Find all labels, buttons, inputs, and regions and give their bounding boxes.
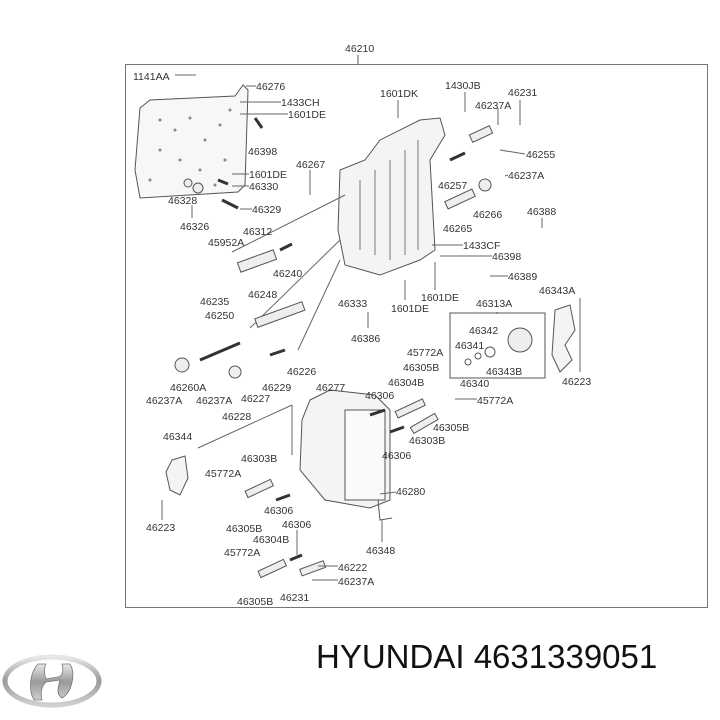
part-label: 46329 bbox=[252, 204, 282, 216]
part-label: 46237A bbox=[196, 395, 233, 407]
part-label: 46398 bbox=[492, 251, 522, 263]
part-label: 46248 bbox=[248, 289, 278, 301]
part-label: 46303B bbox=[241, 453, 278, 465]
part-label: 46237A bbox=[338, 576, 375, 588]
part-label: 46235 bbox=[200, 296, 230, 308]
part-label: 46255 bbox=[526, 149, 556, 161]
part-label: 45772A bbox=[407, 347, 444, 359]
part-label: 46223 bbox=[146, 522, 176, 534]
part-label: 1433CF bbox=[463, 240, 501, 252]
part-label: 46340 bbox=[460, 378, 490, 390]
part-label: 46240 bbox=[273, 268, 303, 280]
part-label: 46266 bbox=[473, 209, 503, 221]
part-label: 46231 bbox=[508, 87, 538, 99]
part-label: 46265 bbox=[443, 223, 473, 235]
part-label: 1433CH bbox=[281, 97, 320, 109]
part-label: 46280 bbox=[396, 486, 426, 498]
part-label: 45952A bbox=[208, 237, 245, 249]
part-label: 46226 bbox=[287, 366, 317, 378]
part-label: 46398 bbox=[248, 146, 278, 158]
part-label: 46257 bbox=[438, 180, 468, 192]
part-label: 46326 bbox=[180, 221, 210, 233]
part-label: 1430JB bbox=[445, 80, 481, 92]
diagram-frame bbox=[125, 64, 708, 608]
part-label: 46306 bbox=[365, 390, 395, 402]
part-label: 46313A bbox=[476, 298, 513, 310]
part-label: 46303B bbox=[409, 435, 446, 447]
part-label: 46343B bbox=[486, 366, 523, 378]
part-label: 46386 bbox=[351, 333, 381, 345]
valve-body-illustration bbox=[134, 55, 581, 581]
part-label: 46328 bbox=[168, 195, 198, 207]
part-label: 46304B bbox=[388, 377, 425, 389]
part-label: 1601DK bbox=[380, 88, 418, 100]
part-number: 4631339051 bbox=[473, 638, 658, 675]
part-label: 46305B bbox=[433, 422, 470, 434]
part-label: 46277 bbox=[316, 382, 346, 394]
part-label: 46304B bbox=[253, 534, 290, 546]
part-label: 46229 bbox=[262, 382, 292, 394]
part-caption: HYUNDAI 4631339051 bbox=[316, 637, 657, 677]
part-label: 46305B bbox=[403, 362, 440, 374]
part-label: 46344 bbox=[163, 431, 193, 443]
part-label: 46237A bbox=[508, 170, 545, 182]
part-label: 46306 bbox=[282, 519, 312, 531]
part-label: 46348 bbox=[366, 545, 396, 557]
part-label: 46388 bbox=[527, 206, 557, 218]
part-label: 46222 bbox=[338, 562, 368, 574]
part-label: 46237A bbox=[475, 100, 512, 112]
part-label: 46305B bbox=[237, 596, 274, 608]
part-label: 46305B bbox=[226, 523, 263, 535]
part-label: 46312 bbox=[243, 226, 273, 238]
part-label: 46250 bbox=[205, 310, 235, 322]
part-label: 1141AA bbox=[133, 71, 170, 83]
part-label: 46231 bbox=[280, 592, 310, 604]
part-label: 46341 bbox=[455, 340, 485, 352]
part-label: 46276 bbox=[256, 81, 286, 93]
part-label: 45772A bbox=[477, 395, 514, 407]
part-label: 46260A bbox=[170, 382, 207, 394]
part-label: 46342 bbox=[469, 325, 499, 337]
part-label: 45772A bbox=[224, 547, 261, 559]
part-label: 46228 bbox=[222, 411, 252, 423]
part-label: 45772A bbox=[205, 468, 242, 480]
part-label: 1601DE bbox=[421, 292, 459, 304]
hyundai-logo-icon bbox=[2, 654, 102, 714]
part-label: 46343A bbox=[539, 285, 576, 297]
part-label: 46306 bbox=[264, 505, 294, 517]
part-label: 46267 bbox=[296, 159, 326, 171]
part-label: 46330 bbox=[249, 181, 279, 193]
brand-name: HYUNDAI bbox=[316, 638, 465, 675]
part-label: 46223 bbox=[562, 376, 592, 388]
part-label: 1601DE bbox=[249, 169, 287, 181]
part-label: 1601DE bbox=[288, 109, 326, 121]
part-label: 1601DE bbox=[391, 303, 429, 315]
part-label: 46210 bbox=[345, 43, 375, 55]
part-label: 46333 bbox=[338, 298, 368, 310]
part-label: 46237A bbox=[146, 395, 183, 407]
part-label: 46227 bbox=[241, 393, 271, 405]
part-label: 46389 bbox=[508, 271, 538, 283]
part-label: 46306 bbox=[382, 450, 412, 462]
